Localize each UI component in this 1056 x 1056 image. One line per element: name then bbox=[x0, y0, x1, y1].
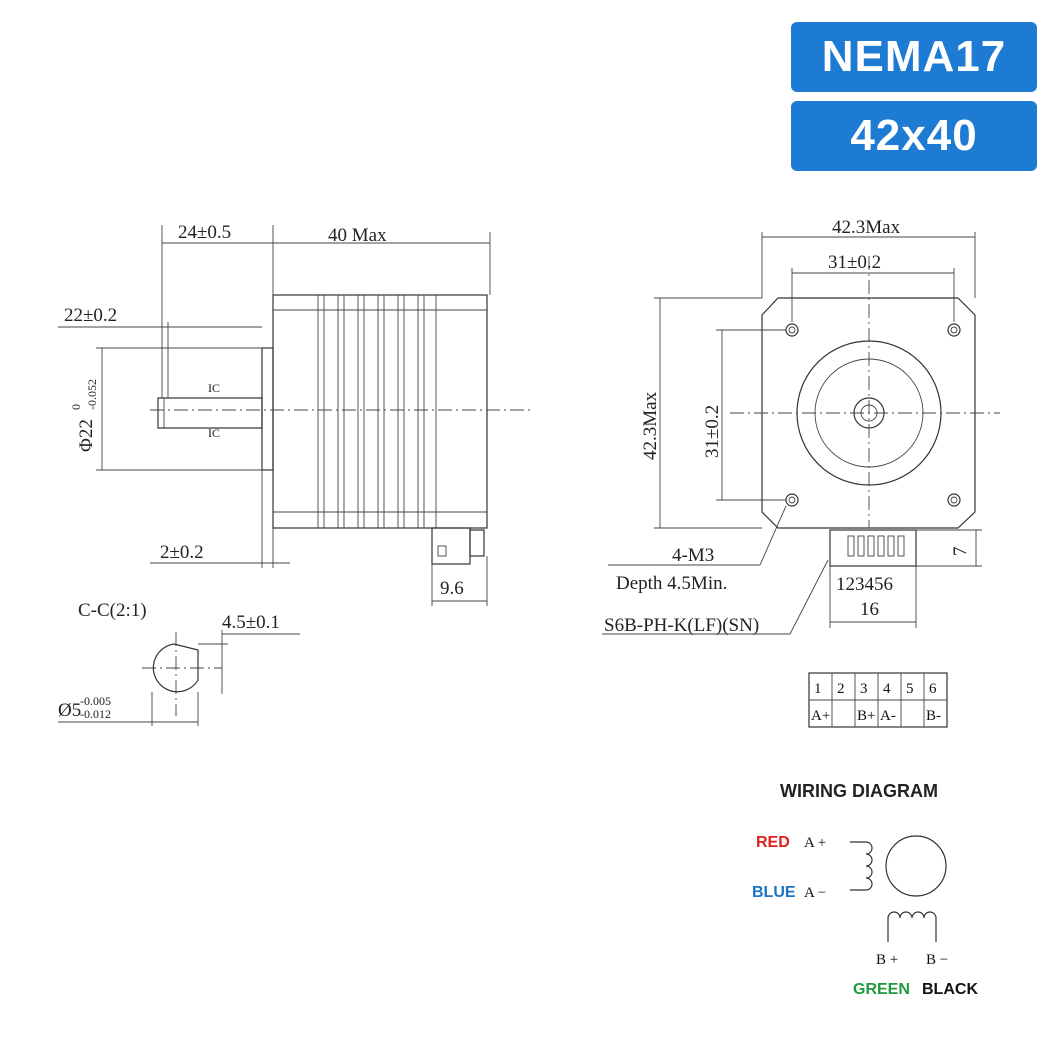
pin-signal: A+ bbox=[811, 708, 830, 724]
dim-shaft-diameter-tol-bottom: -0.052 bbox=[85, 379, 99, 410]
dim-front-height: 42.3Max bbox=[640, 391, 661, 460]
dim-section-diameter: Ø5 bbox=[58, 700, 81, 721]
pin-signal: B- bbox=[926, 708, 941, 724]
cooling-fins bbox=[273, 295, 487, 528]
dim-connector-width: 9.6 bbox=[440, 578, 464, 599]
green-wire-label: GREEN bbox=[853, 981, 910, 998]
dim-body-length: 40 Max bbox=[328, 225, 387, 246]
front-face bbox=[761, 297, 976, 529]
dim-section-diameter-tol-bottom: -0.012 bbox=[80, 707, 111, 721]
front-connector bbox=[829, 529, 917, 567]
black-wire-label: BLACK bbox=[922, 981, 978, 998]
b-plus-signal: B + bbox=[876, 952, 898, 968]
pin-number: 6 bbox=[929, 681, 937, 697]
dim-shaft-diameter-tol-top: 0 bbox=[69, 404, 83, 410]
pin-signal: B+ bbox=[857, 708, 875, 724]
dim-shaft-length: 24±0.5 bbox=[178, 222, 231, 243]
pin-number: 2 bbox=[837, 681, 845, 697]
dim-front-hole-spacing-v: 31±0.2 bbox=[702, 405, 723, 458]
shaft bbox=[157, 397, 263, 429]
front-view: 42.3Max 31±0.2 42.3Max 31±0.2 4-M3 Depth… bbox=[602, 217, 1000, 636]
dim-front-hole-spacing-h: 31±0.2 bbox=[828, 252, 881, 273]
motor-body bbox=[272, 294, 488, 529]
pin-number: 3 bbox=[860, 681, 868, 697]
size-badge: 42x40 bbox=[791, 101, 1037, 171]
blue-wire-signal: A − bbox=[804, 885, 826, 901]
coil-a bbox=[850, 841, 873, 891]
connector-pins-graphic bbox=[847, 535, 905, 557]
dim-flat-depth: 4.5±0.1 bbox=[222, 612, 280, 633]
boss bbox=[261, 347, 274, 471]
section-view: C-C(2:1) 4.5±0.1 Ø5 -0.005 -0.012 bbox=[58, 600, 300, 726]
dim-section-diameter-tol-top: -0.005 bbox=[80, 694, 111, 708]
side-view: IC IC 24±0.5 40 Max 22±0.2 Φ22 bbox=[58, 222, 530, 606]
pin-signal: A- bbox=[880, 708, 896, 724]
coil-b bbox=[887, 911, 937, 942]
dim-boss-thickness: 2±0.2 bbox=[160, 542, 204, 563]
red-wire-signal: A + bbox=[804, 835, 826, 851]
shaft-section bbox=[152, 643, 199, 693]
pin-number: 5 bbox=[906, 681, 914, 697]
blue-wire-label: BLUE bbox=[752, 884, 796, 901]
pin-number: 1 bbox=[814, 681, 822, 697]
section-title: C-C(2:1) bbox=[78, 600, 147, 621]
b-minus-signal: B − bbox=[926, 952, 948, 968]
wiring-diagram: WIRING DIAGRAM RED A + BLUE A − B + B − … bbox=[752, 781, 978, 998]
dim-connector-height: 7 bbox=[950, 547, 971, 557]
wiring-title: WIRING DIAGRAM bbox=[780, 781, 938, 801]
dim-flat-length: 22±0.2 bbox=[64, 305, 117, 326]
dim-connector-width-front: 16 bbox=[860, 599, 879, 620]
pin-table: 1 2 3 4 5 6 A+ B+ A- B- bbox=[808, 672, 948, 728]
connector-part-number: S6B-PH-K(LF)(SN) bbox=[604, 615, 759, 636]
pin-number: 4 bbox=[883, 681, 891, 697]
rotor-symbol bbox=[885, 835, 947, 897]
holes-depth: Depth 4.5Min. bbox=[616, 573, 727, 594]
dim-shaft-diameter: Φ22 bbox=[76, 419, 97, 452]
model-badge: NEMA17 bbox=[791, 22, 1037, 92]
mounting-holes bbox=[785, 323, 961, 507]
flat-mark-bottom: IC bbox=[208, 426, 220, 440]
dim-front-width: 42.3Max bbox=[832, 217, 901, 238]
holes-label: 4-M3 bbox=[672, 545, 714, 566]
connector-pin-numbers: 123456 bbox=[836, 574, 893, 595]
red-wire-label: RED bbox=[756, 834, 790, 851]
flat-mark-top: IC bbox=[208, 381, 220, 395]
